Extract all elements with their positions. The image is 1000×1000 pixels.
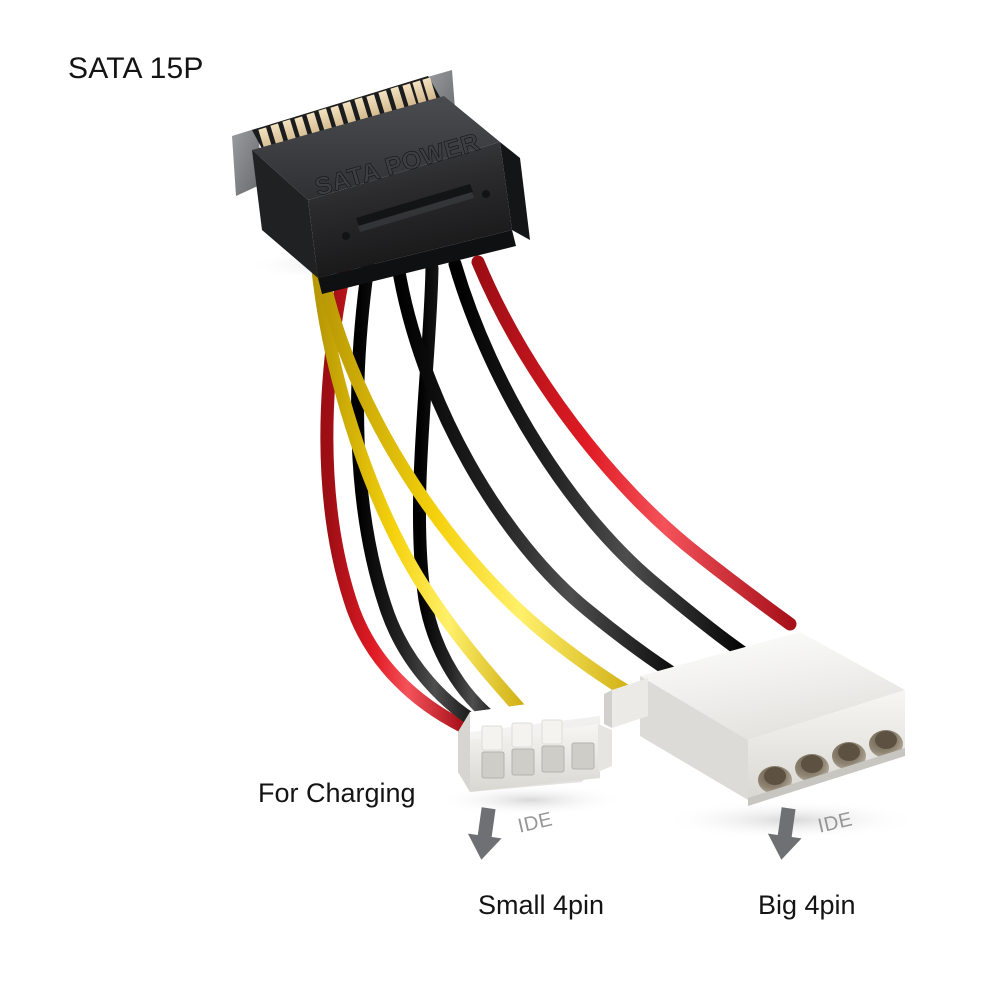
small-4pin-connector-graphic	[458, 696, 612, 792]
label-for-charging: For Charging	[258, 778, 416, 808]
page-title: SATA 15P	[68, 52, 204, 85]
down-arrow-icons	[467, 807, 802, 860]
label-small-4pin: Small 4pin	[478, 890, 605, 920]
big-4pin-molex-connector-graphic	[604, 632, 905, 806]
label-big-4pin: Big 4pin	[758, 890, 856, 920]
sata-connector-graphic: SATA POWER	[232, 70, 530, 294]
